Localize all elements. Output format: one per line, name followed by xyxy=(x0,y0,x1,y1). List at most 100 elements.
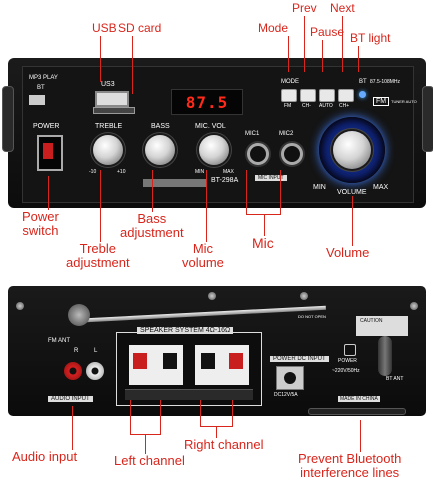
callout-mic: Mic xyxy=(252,235,274,251)
format-badges xyxy=(143,179,207,187)
callout-right-channel: Right channel xyxy=(184,437,264,452)
mic1-jack[interactable] xyxy=(247,143,269,165)
mic-vol-min-label: MIN xyxy=(195,169,205,175)
sd-card-slot[interactable] xyxy=(93,107,135,114)
terminal-right-red[interactable] xyxy=(229,353,243,369)
leader-mic-volume xyxy=(206,170,207,242)
leader-mode xyxy=(288,36,289,72)
display-frequency: 87.5 xyxy=(185,92,229,112)
leader-right-a xyxy=(200,400,201,426)
next-button[interactable] xyxy=(338,89,354,102)
fm-antenna-rod xyxy=(86,305,326,323)
leader-audio-input xyxy=(72,406,73,450)
leader-treble xyxy=(100,170,101,242)
rca-l-label: L xyxy=(94,348,98,354)
pause-button[interactable] xyxy=(319,89,335,102)
treble-max-label: +10 xyxy=(117,169,126,175)
ch-minus-label: CH- xyxy=(302,103,311,109)
leader-pause xyxy=(322,40,323,72)
leader-bass xyxy=(152,170,153,212)
callout-next: Next xyxy=(330,1,355,15)
audio-input-label: AUDIO INPUT xyxy=(48,396,93,402)
leader-prevent-bt xyxy=(360,420,361,452)
bass-label: BASS xyxy=(151,123,170,130)
power-switch-rocker xyxy=(43,143,53,159)
fm-antenna-base xyxy=(68,304,90,326)
leader-mic-join xyxy=(246,214,281,215)
mp3-play-label: MP3 PLAY xyxy=(29,75,58,81)
leader-usb xyxy=(100,36,101,82)
digital-badge xyxy=(29,95,45,105)
auto-label: AUTO xyxy=(319,103,333,109)
bt-btn-label: BT xyxy=(359,79,367,85)
power-dc-input-label: POWER DC INPUT xyxy=(270,356,329,362)
leader-bt-light xyxy=(358,46,359,72)
speaker-system-label: SPEAKER SYSTEM 4Ω-16Ω xyxy=(137,327,234,334)
right-handle xyxy=(422,86,433,152)
prev-button[interactable] xyxy=(300,89,316,102)
made-in-china-label: MADE IN CHINA xyxy=(338,396,380,402)
treble-knob[interactable] xyxy=(93,135,123,165)
leader-left-channel-b xyxy=(160,400,161,434)
rca-jack-red[interactable] xyxy=(64,362,82,380)
callout-volume: Volume xyxy=(326,245,370,260)
mode-button[interactable] xyxy=(281,89,297,102)
bt-ant-label: BT ANT xyxy=(386,376,404,382)
terminal-left-red[interactable] xyxy=(133,353,147,369)
leader-volume xyxy=(352,196,353,246)
us3-label: US3 xyxy=(101,81,115,88)
mic-volume-knob[interactable] xyxy=(199,135,229,165)
mic2-label: MIC2 xyxy=(279,131,294,137)
do-not-open-label: DO NOT OPEN xyxy=(298,314,326,319)
front-face: MP3 PLAY BT US3 87.5 MODE FM CH- AUTO CH… xyxy=(22,66,417,203)
callout-left-channel: Left channel xyxy=(114,453,185,468)
mic2-jack[interactable] xyxy=(281,143,303,165)
model-label: BT-298A xyxy=(211,177,239,184)
leader-mic-left xyxy=(246,170,247,214)
mic-vol-label: MIC. VOL xyxy=(195,123,226,130)
mic-vol-max-label: MAX xyxy=(223,169,234,175)
dc-input-jack[interactable] xyxy=(276,366,304,390)
rca-jack-white[interactable] xyxy=(86,362,104,380)
terminal-polarity-marks xyxy=(125,389,253,400)
power-switch-rear[interactable] xyxy=(344,344,356,356)
callout-bass: Bass adjustment xyxy=(120,211,184,240)
dc-rating-label: DC12V/5A xyxy=(274,392,298,398)
volume-knob[interactable] xyxy=(333,131,371,169)
bt-label: BT xyxy=(37,85,45,91)
speaker-terminal-block: SPEAKER SYSTEM 4Ω-16Ω xyxy=(116,327,262,406)
treble-label: TREBLE xyxy=(95,123,123,130)
leader-next xyxy=(342,16,343,72)
leader-mic-right xyxy=(280,170,281,214)
ac-rating-label: ~220V/50Hz xyxy=(332,368,360,374)
led-display: 87.5 xyxy=(171,89,243,115)
leader-prev xyxy=(304,16,305,72)
left-handle xyxy=(2,86,14,152)
callout-usb: USB xyxy=(92,21,117,35)
leader-right-b xyxy=(232,400,233,426)
mode-btn-label: MODE xyxy=(281,79,299,85)
screw-3 xyxy=(16,302,24,310)
front-panel-photo: MP3 PLAY BT US3 87.5 MODE FM CH- AUTO CH… xyxy=(2,58,433,208)
callout-power-switch: Power switch xyxy=(22,209,59,238)
leader-mic-down xyxy=(264,214,265,236)
callout-treble: Treble adjustment xyxy=(66,241,130,270)
vol-max-label: MAX xyxy=(373,184,389,191)
terminal-right-black[interactable] xyxy=(201,353,215,369)
mic-input-label: MIC INPUT xyxy=(255,175,287,181)
leader-left-channel-a xyxy=(130,400,131,434)
dc-input-hole xyxy=(284,372,296,384)
bt-antenna-cable xyxy=(378,336,392,376)
callout-prev: Prev xyxy=(292,1,317,15)
fm-btn-label: FM xyxy=(284,103,292,109)
terminal-left-black[interactable] xyxy=(163,353,177,369)
callout-audio-input: Audio input xyxy=(12,449,78,464)
caution-label: CAUTION xyxy=(360,318,383,324)
bass-knob[interactable] xyxy=(145,135,175,165)
volume-label: VOLUME xyxy=(337,189,367,196)
freq-range-label: 87.5-108MHz xyxy=(370,79,401,85)
leader-power xyxy=(48,176,49,210)
fm-ant-label: FM ANT xyxy=(48,338,70,344)
power-switch[interactable] xyxy=(37,135,63,171)
usb-port[interactable] xyxy=(95,91,129,107)
